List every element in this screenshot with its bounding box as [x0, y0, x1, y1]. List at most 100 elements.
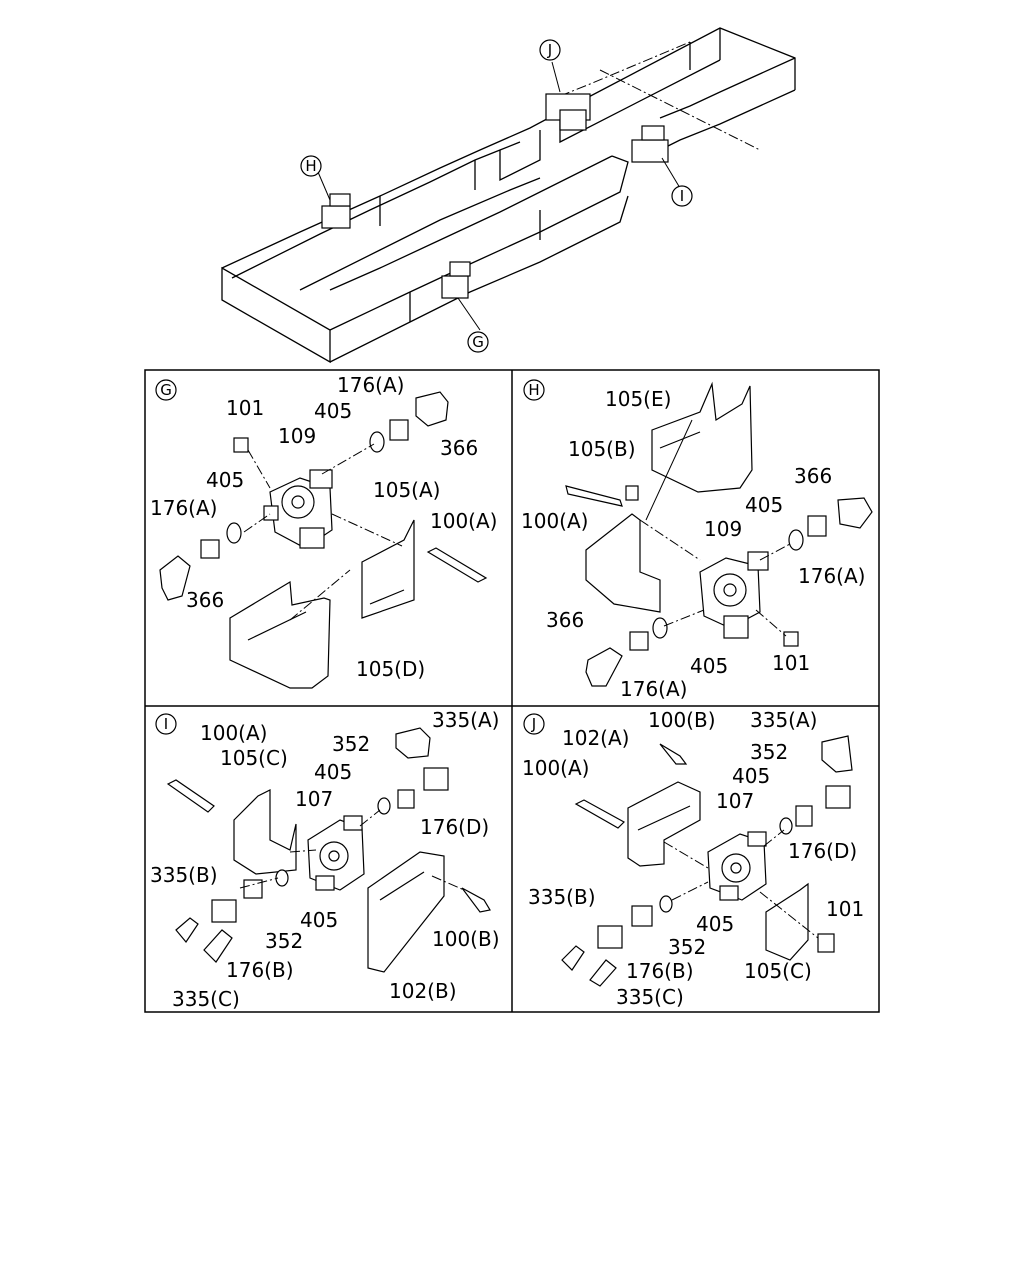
callout-102b: 102(B) — [389, 979, 457, 1003]
leader-j-2 — [763, 829, 785, 847]
panel-g-callouts: 101 109 405 176(A) 366 405 176(A) 366 10… — [150, 373, 497, 681]
bolt-100a-h — [565, 485, 623, 507]
leader-g-1 — [247, 449, 271, 489]
washer-405-h-upper — [788, 529, 804, 551]
bracket-105c-i — [233, 789, 297, 875]
leader-g-5 — [289, 569, 351, 621]
overview-marker-i-label: I — [680, 187, 684, 205]
leader-h-4 — [755, 609, 787, 637]
panel-j-callouts: 100(B) 335(A) 102(A) 352 100(A) 405 107 … — [522, 708, 864, 1009]
callout-100b: 100(B) — [648, 708, 716, 732]
bracket-102a-j — [627, 781, 701, 867]
bolt-100b-j — [659, 743, 688, 765]
callout-176d: 176(D) — [788, 839, 857, 863]
fitting-176d-i — [423, 767, 449, 791]
leader-j-1 — [663, 841, 709, 869]
leader-h-1 — [639, 519, 701, 561]
elbow-366-h-lower — [585, 647, 623, 687]
panel-i-marker-label: I — [164, 715, 168, 733]
leader-i-4 — [431, 875, 465, 891]
callout-335c: 335(C) — [616, 985, 684, 1009]
callout-176a: 176(A) — [150, 496, 217, 520]
callout-101: 101 — [226, 396, 264, 420]
panel-j: J 100(B) 335(A) 102(A) 352 1 — [522, 708, 864, 1009]
rail-right-top — [329, 155, 629, 331]
callout-105d: 105(D) — [356, 657, 425, 681]
callout-366: 366 — [440, 436, 478, 460]
centerline-rear — [599, 69, 761, 151]
valve-107-j — [707, 831, 767, 901]
nipple-335b-i — [175, 917, 199, 944]
callout-105c: 105(C) — [220, 746, 288, 770]
bolt-100a-j — [574, 799, 625, 829]
callout-352: 352 — [668, 935, 706, 959]
elbow-335c-i — [203, 929, 233, 963]
panel-h-callouts: 105(E) 105(B) 100(A) 109 405 366 176(A) … — [521, 387, 865, 701]
callout-366: 366 — [186, 588, 224, 612]
rear-crossmember-top — [659, 57, 796, 119]
callout-105b: 105(B) — [568, 437, 636, 461]
washer-405-j-lower — [659, 895, 673, 913]
panel-h: H 105(E) 105(B) 100(A) 109 405 3 — [521, 379, 873, 701]
overview-marker-h-label: H — [305, 157, 316, 175]
panel-i: I 100(A) 105(C) 352 335(A) 405 — [150, 708, 500, 1011]
fitting-176b-i — [211, 899, 237, 923]
panel-g: G 101 109 405 176(A) 366 — [150, 373, 497, 689]
callout-176b: 176(B) — [626, 959, 694, 983]
callout-107: 107 — [716, 789, 754, 813]
elbow-366-g-upper — [415, 391, 449, 427]
leader-i-1 — [289, 849, 317, 853]
bracket-102b-i — [367, 851, 445, 973]
callout-176d: 176(D) — [420, 815, 489, 839]
callout-335a: 335(A) — [750, 708, 817, 732]
fitting-352-j-lower — [631, 905, 653, 927]
washer-405-g-lower — [226, 522, 242, 544]
callout-366: 366 — [794, 464, 832, 488]
bracket-105d-g — [229, 580, 331, 689]
fitting-176a-h-upper — [807, 515, 827, 537]
panel-j-marker — [523, 713, 545, 735]
fitting-176a-h-lower — [629, 631, 649, 651]
valve-107-i — [307, 815, 365, 891]
rail-joints — [474, 160, 541, 240]
leader-g-2 — [321, 443, 375, 475]
rail-inner-web — [329, 155, 613, 291]
callout-101: 101 — [772, 651, 810, 675]
fitting-176d-j — [825, 785, 851, 809]
overview-marker-h: H — [300, 155, 322, 177]
callout-102a: 102(A) — [562, 726, 629, 750]
callout-109: 109 — [704, 517, 742, 541]
callout-105c: 105(C) — [744, 959, 812, 983]
overview-marker-i: I — [671, 185, 693, 207]
callout-176a: 176(A) — [798, 564, 865, 588]
callout-100b: 100(B) — [432, 927, 500, 951]
washer-405-g-upper — [369, 431, 385, 453]
callout-176a: 176(A) — [620, 677, 687, 701]
rail-front-end — [221, 266, 331, 364]
rear-verticals — [689, 28, 721, 70]
panel-i-callouts: 100(A) 105(C) 352 335(A) 405 107 176(D) … — [150, 708, 500, 1011]
frame-valve-i — [631, 125, 681, 189]
callout-100a: 100(A) — [430, 509, 497, 533]
valve-109-g — [263, 469, 333, 549]
callout-101: 101 — [826, 897, 864, 921]
leader-h-2 — [759, 543, 791, 561]
centerline-top — [559, 41, 691, 97]
panel-g-marker-label: G — [160, 381, 172, 399]
fitting-176a-g-upper — [389, 419, 409, 441]
panel-g-marker — [155, 379, 177, 401]
rail-left-top — [221, 27, 796, 269]
washer-405-i-lower — [275, 869, 289, 887]
fitting-352-i-upper — [397, 789, 415, 809]
bracket-105c-j — [765, 882, 809, 961]
callout-352: 352 — [265, 929, 303, 953]
bracket-105b-h — [585, 513, 661, 613]
elbow-335a-j — [821, 735, 853, 773]
washer-405-h-lower — [652, 617, 668, 639]
callout-405: 405 — [732, 764, 770, 788]
panel-h-marker-label: H — [528, 381, 539, 399]
callout-405: 405 — [314, 399, 352, 423]
callout-405: 405 — [690, 654, 728, 678]
bolt-100a-g — [426, 547, 488, 583]
